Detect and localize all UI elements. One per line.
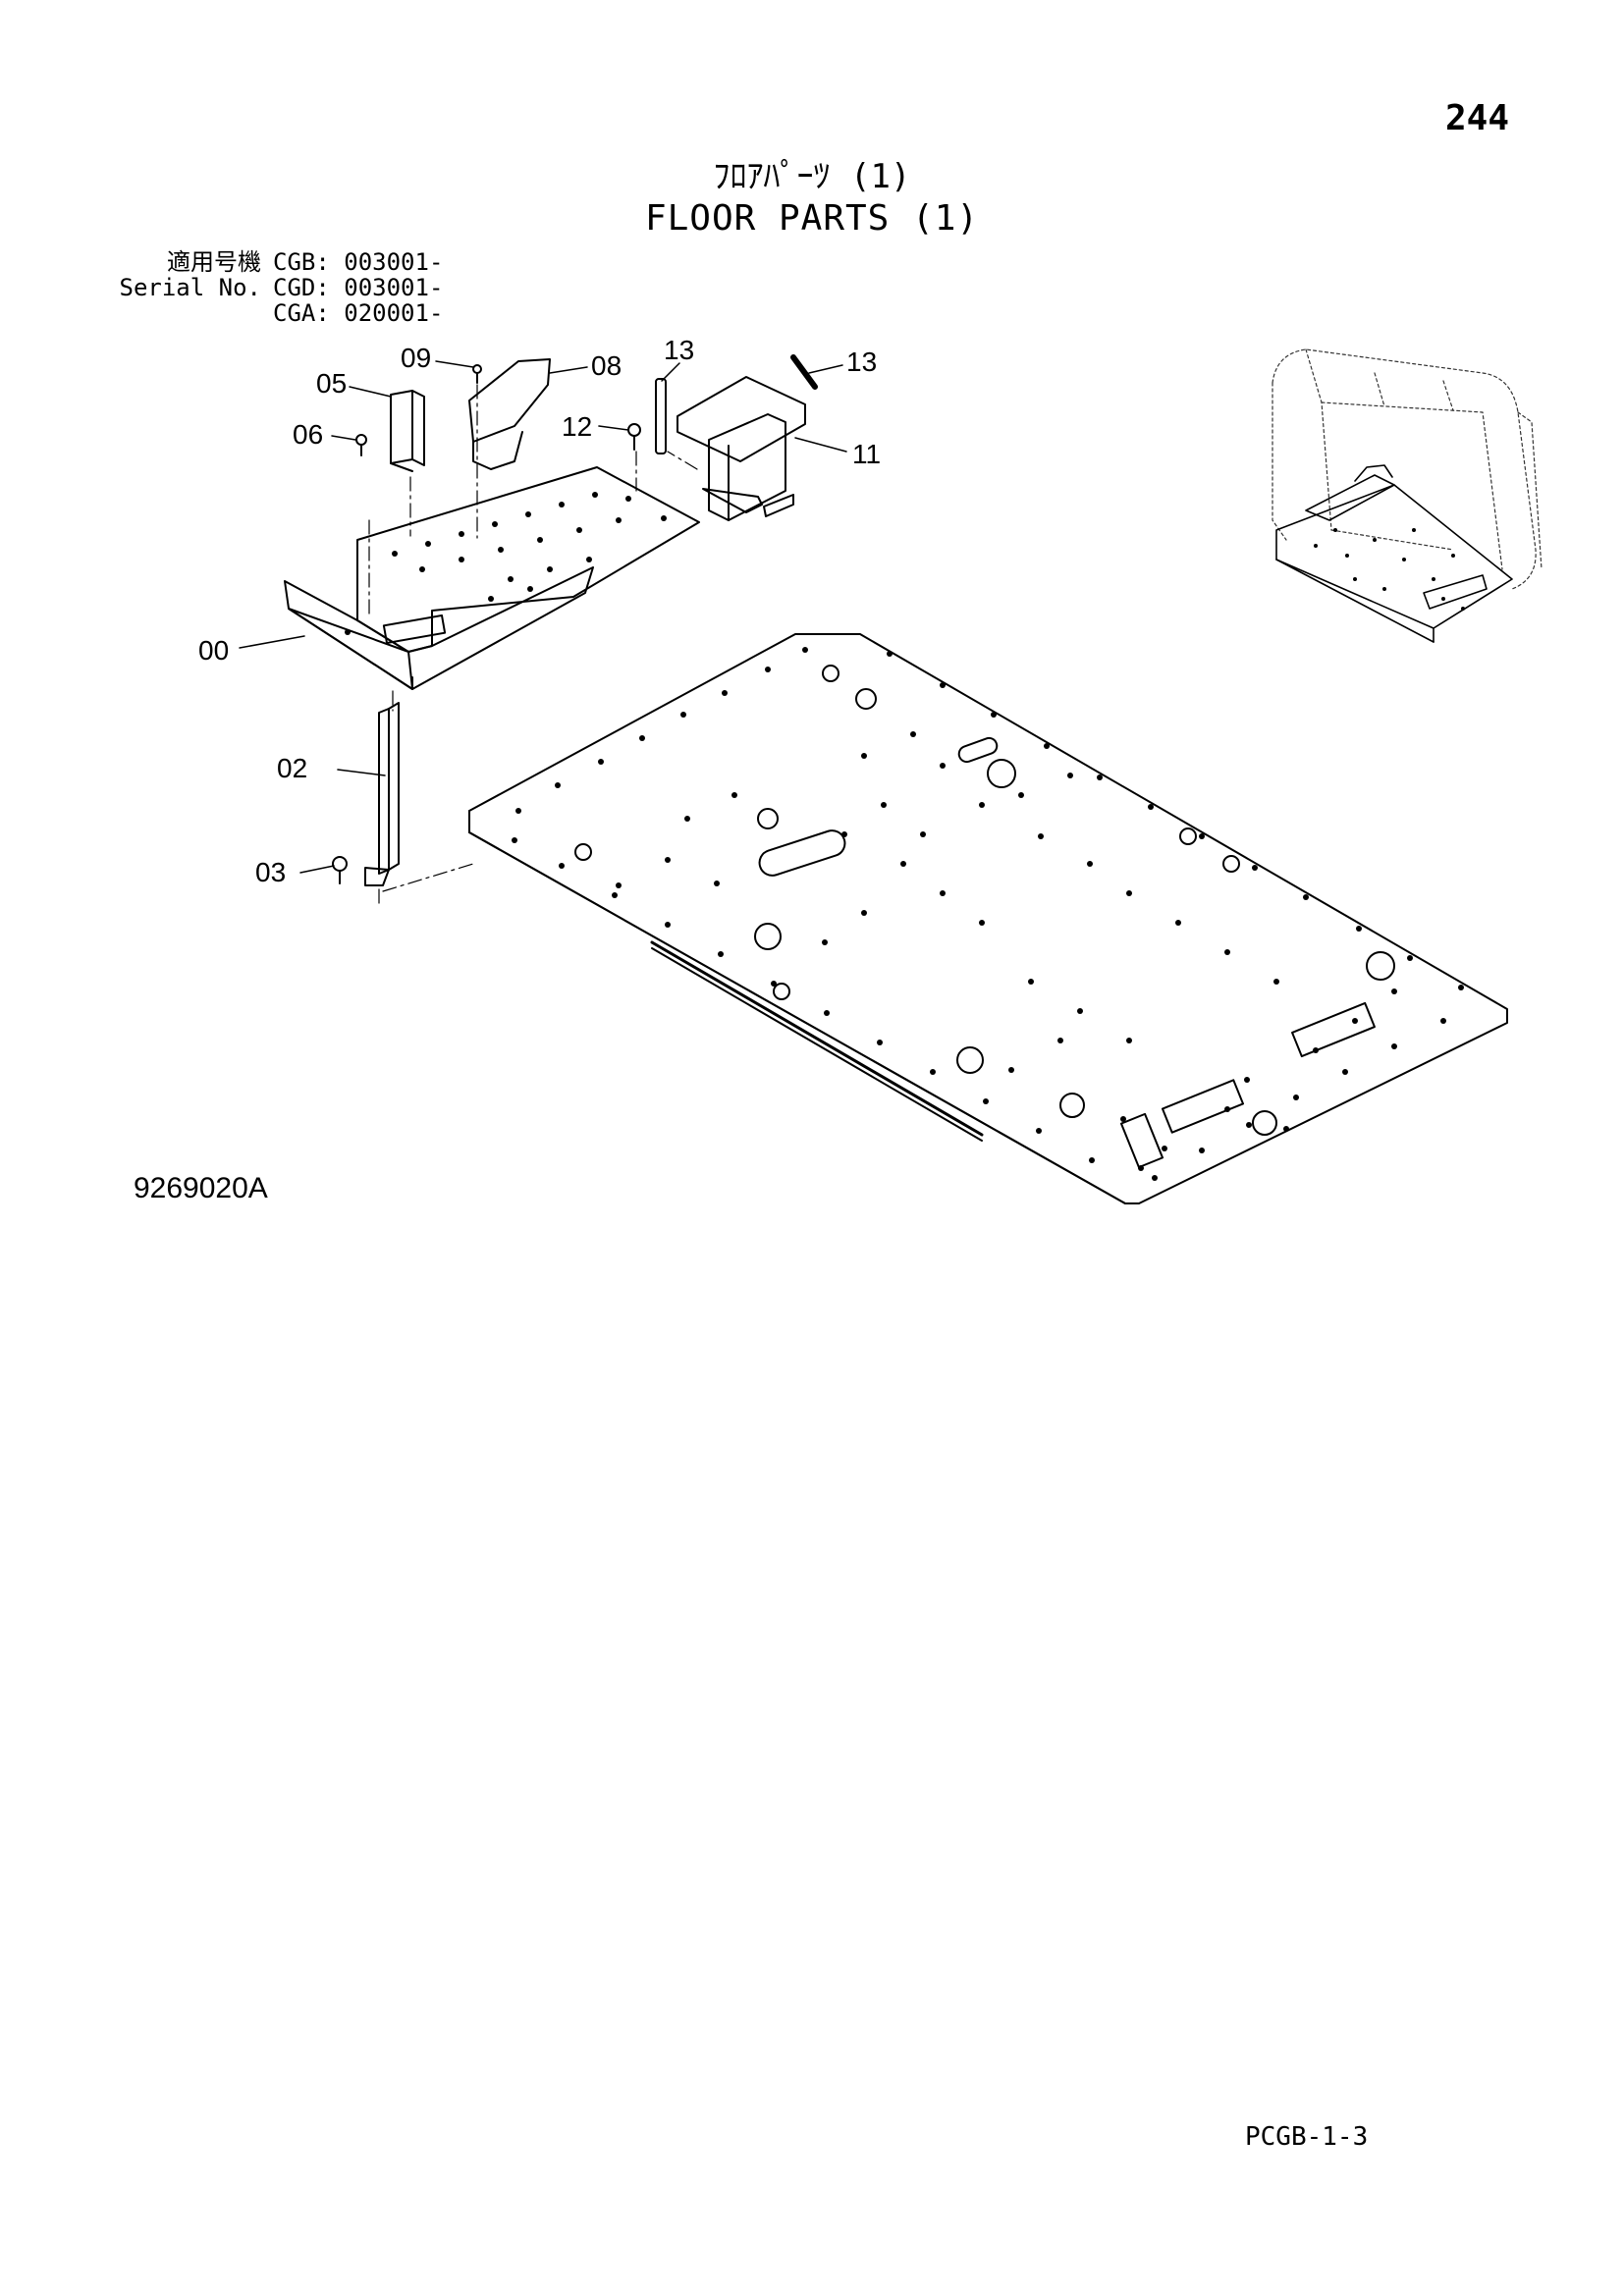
serial-label-japanese: 適用号機	[167, 248, 261, 276]
drawing-number: 9269020A	[134, 1172, 268, 1204]
title-japanese: ﾌﾛｱﾊﾟｰﾂ (1)	[713, 157, 911, 196]
bolt-03	[332, 856, 348, 884]
floor-plate	[468, 633, 1508, 1204]
cover-08	[468, 358, 551, 470]
callout-11: 11	[852, 439, 881, 469]
serial-row-1: 適用号機 CGB: 003001-	[110, 249, 443, 275]
leader-lines	[239, 360, 847, 874]
callout-labels: 00 02 03 05 06 08 09 11 12 13 13	[198, 335, 881, 887]
spring-13-left	[655, 378, 667, 454]
screw-06	[355, 434, 367, 456]
callout-12: 12	[562, 411, 592, 442]
cab-location-thumbnail	[1272, 348, 1543, 643]
callout-08: 08	[591, 350, 622, 381]
footer-code: PCGB-1-3	[1245, 2122, 1369, 2152]
callout-06: 06	[293, 419, 323, 450]
callout-02: 02	[277, 753, 307, 783]
callout-05: 05	[316, 368, 347, 399]
assembly-guide-lines	[368, 384, 698, 908]
strap-02	[364, 702, 400, 886]
serial-row-2: Serial No. CGD: 003001-	[110, 274, 444, 301]
callout-13-right: 13	[846, 347, 877, 377]
callout-09: 09	[401, 343, 431, 373]
page-number: 244	[1445, 98, 1510, 138]
mount-bracket-11	[677, 376, 806, 521]
spring-13-right	[790, 354, 818, 390]
serial-value: CGA: 020001-	[273, 299, 444, 327]
bracket-05	[390, 390, 425, 472]
serial-value: CGD: 003001-	[273, 274, 444, 301]
bracket-00	[284, 466, 700, 690]
serial-value: CGB: 003001-	[273, 248, 444, 276]
bolt-12	[627, 423, 641, 451]
callout-00: 00	[198, 635, 229, 666]
serial-row-3: CGA: 020001-	[110, 300, 443, 326]
callout-03: 03	[255, 857, 286, 887]
title-english: FLOOR PARTS (1)	[644, 198, 980, 239]
serial-label-english: Serial No.	[119, 274, 262, 301]
screw-09	[472, 364, 482, 384]
callout-13-left: 13	[664, 335, 694, 365]
